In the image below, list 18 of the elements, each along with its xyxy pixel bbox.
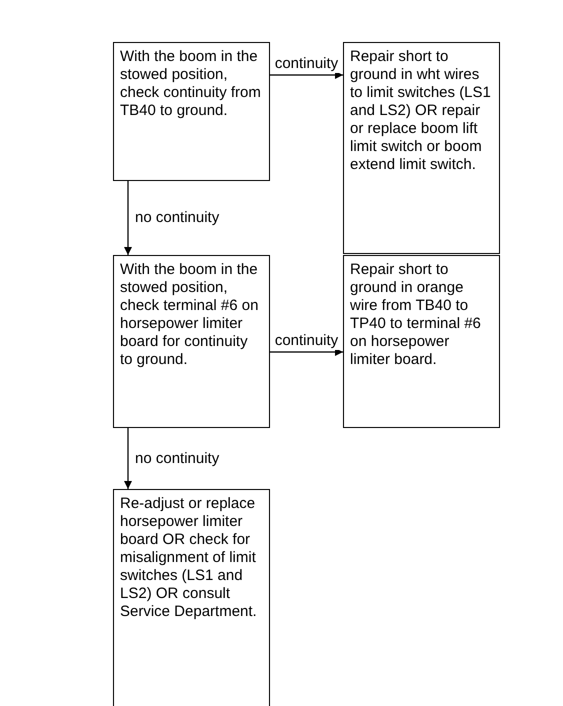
arrow xyxy=(270,71,343,79)
box-text: Repair short to ground in wht wires to limit switches (LS1 and LS2) OR repair or replace boom lift limit switch or boom extend limit switch. xyxy=(350,48,492,174)
process-box xyxy=(113,489,270,706)
box-text: With the boom in the stowed position, check continuity from TB40 to ground. xyxy=(120,48,262,120)
process-box xyxy=(343,255,500,428)
box-text: With the boom in the stowed position, check terminal #6 on horsepower limiter board for continuity to ground. xyxy=(120,261,260,369)
process-box xyxy=(113,42,270,181)
edge-label: no continuity xyxy=(134,209,220,227)
edge-label: no continuity xyxy=(134,450,220,468)
arrow xyxy=(124,428,132,489)
arrow xyxy=(270,348,343,356)
edge-label: continuity xyxy=(274,332,340,350)
box-text: Re-adjust or replace horsepower limiter board OR check for misalignment of limit switches (LS1 and LS2) OR consult Service Department. xyxy=(120,495,258,621)
edge-label: continuity xyxy=(274,55,340,73)
arrow xyxy=(124,181,132,255)
box-text: Repair short to ground in orange wire from TB40 to TP40 to terminal #6 on horsepower limiter board. xyxy=(350,261,482,369)
process-box xyxy=(113,255,270,428)
process-box xyxy=(343,42,500,254)
